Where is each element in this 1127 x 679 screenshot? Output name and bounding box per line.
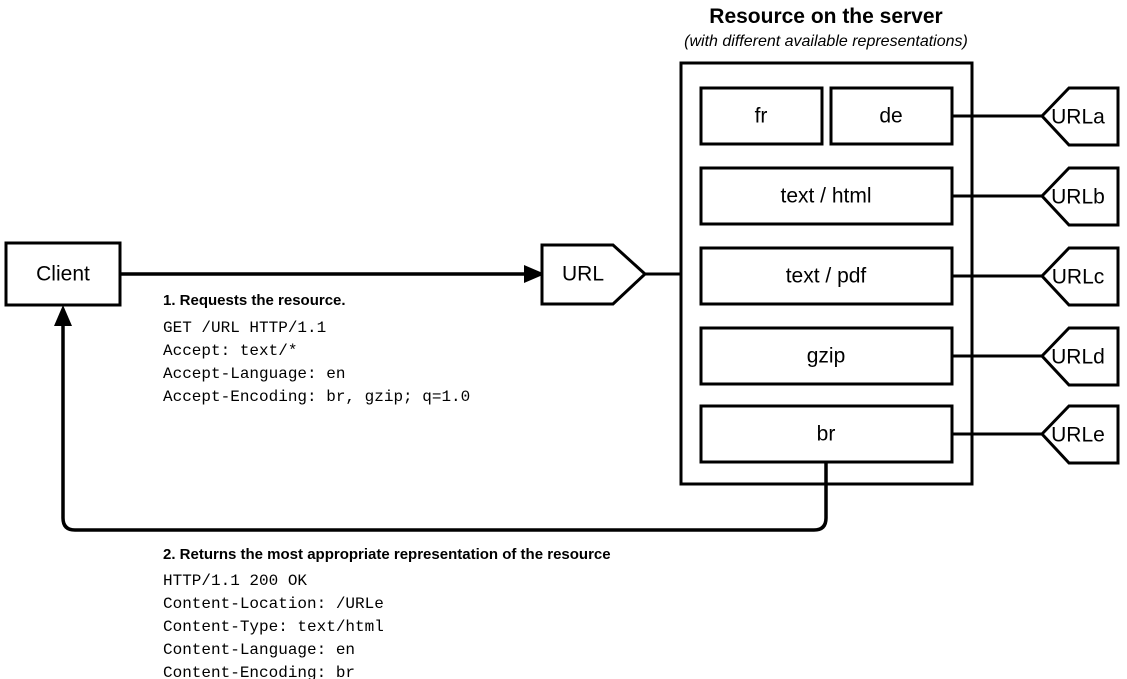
url-tag-b[interactable]: URLb [1039, 166, 1120, 227]
diagram-title: Resource on the server [709, 5, 942, 28]
representation-box [829, 86, 954, 146]
url-tag-d[interactable]: URLd [1039, 326, 1120, 387]
response-line: Content-Location: /URLe [163, 595, 384, 613]
url-node-label: URL [562, 263, 604, 286]
url-node[interactable]: URL [540, 243, 648, 306]
request-arrow [120, 265, 545, 283]
representation-text-html[interactable]: text / html [699, 166, 954, 226]
url-tag-shape [1039, 326, 1120, 387]
response-line: HTTP/1.1 200 OK [163, 572, 307, 590]
response-line: Content-Language: en [163, 641, 355, 659]
representation-fr[interactable]: fr [699, 86, 824, 146]
request-line: Accept-Language: en [163, 365, 345, 383]
representation-box [699, 86, 824, 146]
representation-box [699, 326, 954, 386]
url-tag-label: URLc [1052, 266, 1105, 289]
diagram-subtitle: (with different available representation… [684, 33, 968, 50]
url-tag-label: URLb [1051, 186, 1105, 209]
url-tag-shape [1039, 246, 1120, 307]
url-tag-e[interactable]: URLe [1039, 404, 1120, 465]
representation-label: text / pdf [786, 265, 867, 288]
url-tag-label: URLe [1051, 424, 1105, 447]
representation-box [699, 166, 954, 226]
representation-label: de [879, 105, 902, 128]
client-label: Client [36, 263, 90, 286]
url-node-shape [540, 243, 648, 306]
client-box [4, 241, 122, 307]
request-annotation: 1. Requests the resource. GET /URL HTTP/… [163, 292, 470, 406]
url-tag-label: URLa [1051, 106, 1105, 129]
representation-gzip[interactable]: gzip [699, 326, 954, 386]
url-tag-shape [1039, 86, 1120, 147]
representation-text-pdf[interactable]: text / pdf [699, 246, 954, 306]
request-line: Accept-Encoding: br, gzip; q=1.0 [163, 388, 470, 406]
representation-box [699, 404, 954, 464]
client-node[interactable]: Client [4, 241, 122, 307]
request-heading: 1. Requests the resource. [163, 292, 346, 309]
url-tag-shape [1039, 166, 1120, 227]
representation-br[interactable]: br [699, 404, 954, 464]
representation-label: fr [755, 105, 768, 128]
representation-box [699, 246, 954, 306]
url-tag-label: URLd [1051, 346, 1105, 369]
representation-label: br [817, 423, 836, 446]
url-tag-shape [1039, 404, 1120, 465]
response-arrow [54, 305, 828, 532]
response-line: Content-Encoding: br [163, 664, 355, 679]
response-annotation: 2. Returns the most appropriate represen… [163, 546, 611, 679]
request-line: GET /URL HTTP/1.1 [163, 319, 326, 337]
url-tag-c[interactable]: URLc [1039, 246, 1120, 307]
url-tag-a[interactable]: URLa [1039, 86, 1120, 147]
response-heading: 2. Returns the most appropriate represen… [163, 546, 611, 563]
representation-label: text / html [780, 185, 871, 208]
representation-label: gzip [807, 345, 846, 368]
request-line: Accept: text/* [163, 342, 297, 360]
response-line: Content-Type: text/html [163, 618, 384, 636]
representation-de[interactable]: de [829, 86, 954, 146]
